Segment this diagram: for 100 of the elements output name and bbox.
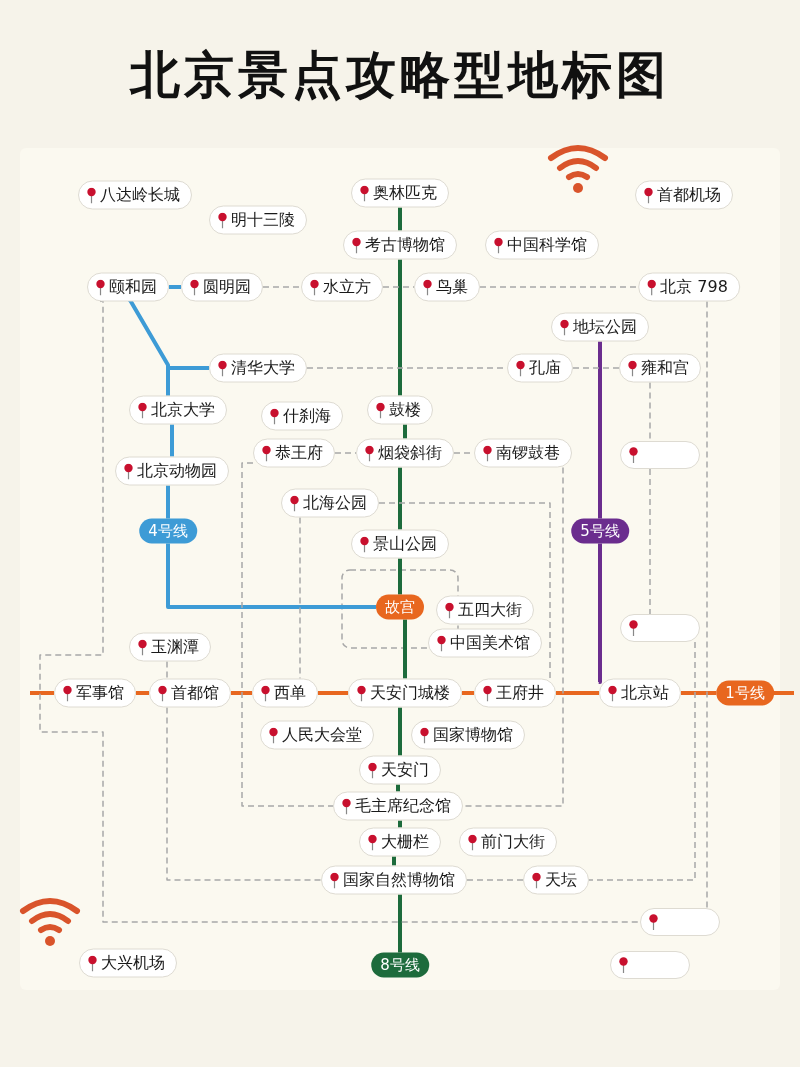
line-badge [716,680,774,706]
place-name: 北京动物园 [137,460,217,482]
place-pill [78,180,192,210]
place-name: 鼓楼 [389,399,421,421]
metro-line [398,558,402,595]
metro-line [398,259,402,396]
metro-line [318,691,348,695]
metro-line [398,207,402,231]
place-pill [459,827,557,857]
place-pill [351,178,449,208]
place-name: 天安门城楼 [370,682,450,704]
dashed-connector [588,641,696,881]
place-pill [54,678,136,708]
place-pill [436,595,534,625]
line-name: 1号线 [725,683,765,703]
dashed-connector [649,468,651,615]
place-pill [620,441,700,469]
place-name: 国家博物馆 [433,724,513,746]
place-name: 中国美术馆 [450,632,530,654]
dashed-connector [572,367,620,369]
metro-line [403,619,407,679]
place-name: 圆明园 [203,276,251,298]
dashed-connector [466,879,524,881]
dashed-connector [166,706,322,881]
dashed-connector [262,286,302,288]
place-pill [599,678,681,708]
place-pill [474,678,556,708]
place-pill [181,272,263,302]
place-pill [252,678,318,708]
place-name: 大栅栏 [381,831,429,853]
place-name: 烟袋斜街 [378,442,442,464]
line-name: 8号线 [380,955,420,975]
place-name: 大兴机场 [101,952,165,974]
place-pill [474,438,572,468]
place-pill [281,488,379,518]
place-pill [129,632,211,662]
place-name: 景山公园 [373,533,437,555]
dashed-connector [166,660,168,680]
metro-line [169,285,181,289]
line-badge [139,518,197,544]
highlight-badge [376,594,424,620]
metro-line [462,691,474,695]
place-pill [209,353,307,383]
place-name: 天安门 [381,759,429,781]
line-name: 4号线 [148,521,188,541]
place-pill [635,180,733,210]
place-name: 首都馆 [171,682,219,704]
dashed-connector [378,502,551,680]
place-pill [348,678,462,708]
place-pill [640,908,720,936]
place-pill [523,865,589,895]
place-name: 八达岭长城 [100,184,180,206]
metro-line [398,707,402,756]
place-name: 南锣鼓巷 [496,442,560,464]
place-pill [619,353,701,383]
place-name: 北京大学 [151,399,215,421]
metro-line [398,894,402,953]
place-pill [551,312,649,342]
place-pill [149,678,231,708]
metro-line [556,691,599,695]
place-name: 西单 [274,682,306,704]
place-pill [485,230,599,260]
metro-line [231,691,252,695]
place-name: 明十三陵 [231,209,295,231]
metro-line [30,691,54,695]
place-pill [343,230,457,260]
line-name: 5号线 [580,521,620,541]
place-name: 清华大学 [231,357,295,379]
place-pill [610,951,690,979]
place-name: 雍和宫 [641,357,689,379]
place-pill [115,456,229,486]
place-pill [428,628,542,658]
place-pill [638,272,740,302]
place-name: 北京 798 [660,276,728,298]
place-pill [79,948,177,978]
metro-line [166,366,209,396]
page-title: 北京景点攻略型地标图 [128,45,671,106]
dashed-connector [39,299,641,923]
place-name: 人民大会堂 [282,724,362,746]
place-pill [356,438,454,468]
metro-line [773,691,794,695]
place-pill [620,614,700,642]
dashed-connector [649,381,651,442]
place-pill [321,865,467,895]
place-name: 天坛 [545,869,577,891]
place-name: 什刹海 [283,405,331,427]
place-name: 水立方 [323,276,371,298]
place-pill [411,720,525,750]
place-pill [87,272,169,302]
place-name: 中国科学馆 [507,234,587,256]
place-name: 五四大街 [458,599,522,621]
metro-line [403,424,407,439]
dashed-connector [241,462,334,807]
line-name: 故宫 [385,597,415,617]
place-pill [359,755,441,785]
place-pill [414,272,480,302]
metro-line [136,691,149,695]
metro-line [681,691,717,695]
place-name: 王府井 [496,682,544,704]
place-pill [367,395,433,425]
